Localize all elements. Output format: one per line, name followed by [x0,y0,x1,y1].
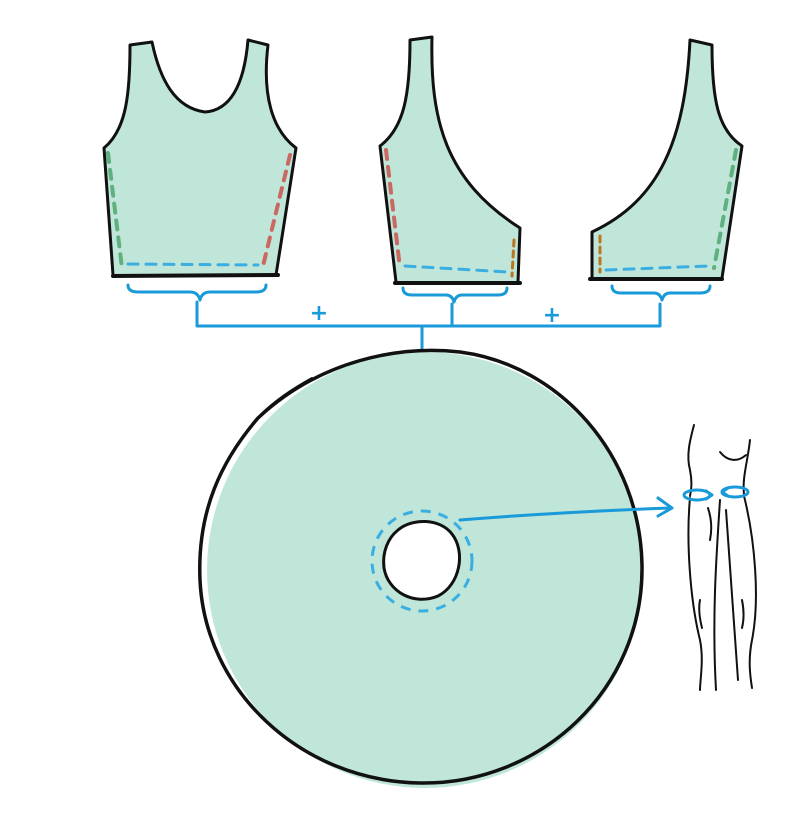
waist-arrow-head [656,496,674,518]
figure-hip-line [707,507,713,541]
waist-arrow [458,496,674,522]
back-left-waist-seam [403,264,510,274]
front-right-seam [260,153,292,272]
skirt-outline-accent [251,377,313,425]
figure-waist-arrow-left [704,489,714,501]
figure-knee-left [698,599,703,629]
back-right-bodice-outline [590,38,744,280]
figure-chest [719,451,747,461]
figure-right-leg-outer [743,495,757,689]
figure-waist-marker [682,485,750,502]
waist-figure [687,424,757,691]
skirt-waist-opening [384,522,460,598]
back-left-bodice-fill [380,37,520,282]
front-brace [126,283,268,302]
plus-sign-right: + [543,303,561,328]
back-left-bodice-outline [378,35,522,284]
front-bodice-hem-line [111,273,280,278]
back-right-side-seam [712,148,738,270]
figure-torso-left [687,424,695,497]
back-right-bodice-piece [588,38,744,281]
skirt-waist-seam [370,509,474,613]
front-bodice-piece [102,38,298,278]
back-left-bodice-piece [378,35,522,285]
front-bodice-outline [102,38,298,277]
figure-center-leg [713,499,721,691]
figure-waist-arrow-right [720,486,730,498]
front-left-seam [106,151,124,270]
front-bodice-fill [104,40,296,275]
back-right-waist-seam [604,264,710,272]
back-left-center-seam [510,238,516,278]
plus-sign-left: + [310,301,328,326]
figure-left-leg [687,497,703,691]
figure-right-leg-inner [725,509,739,681]
back-left-brace [401,286,509,304]
back-right-brace [610,284,712,302]
skirt-outline [198,348,644,785]
back-left-side-seam [384,148,402,270]
figure-knee-right [741,599,745,629]
horizontal-connector [195,300,662,328]
circle-skirt-piece [198,348,644,788]
front-waist-seam [126,262,260,267]
figure-torso-right [742,439,751,495]
waist-arrow-line [458,506,672,522]
skirt-waist-outline [382,519,461,601]
